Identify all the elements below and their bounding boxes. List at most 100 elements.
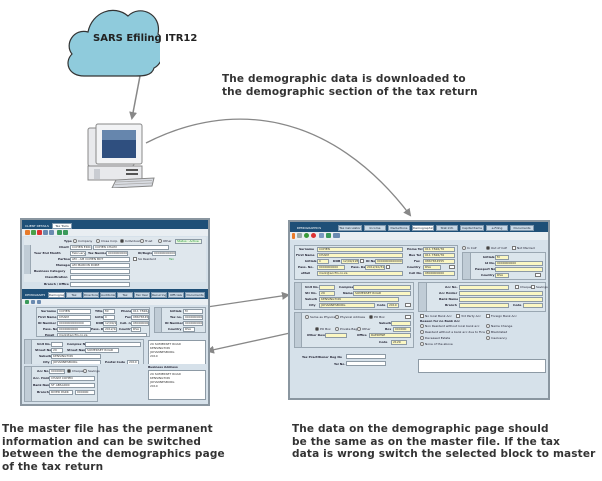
dp-master-toggle-button[interactable] [405,303,411,307]
dp-unit-field[interactable] [319,285,335,290]
ds-country-field[interactable]: RSA [495,273,509,278]
m-id-number-field[interactable]: 0000000000000 [57,321,91,326]
mb-savings-radio[interactable] [83,369,87,373]
dpo-suburb-field[interactable] [391,321,411,326]
physical-side-tab[interactable] [25,340,32,366]
mb-acc-holder-field[interactable]: CHAIM COHEN [49,376,95,381]
tab-capital-items[interactable]: Capital Items [460,225,484,231]
id-reg-field[interactable]: 0000000000000 [152,251,176,256]
type-company-radio[interactable] [73,239,77,243]
tab-tax-calculator[interactable]: Tax Calculator [66,292,82,298]
edit-icon[interactable] [319,233,324,238]
client-code-field[interactable]: COHEN ERIC [70,245,92,250]
branch-field[interactable] [70,282,130,287]
delete-icon[interactable] [37,230,42,235]
new-icon[interactable] [25,230,30,235]
spouse-side-tab[interactable] [155,308,162,332]
db-savings-checkbox[interactable] [531,285,535,289]
mb-bank-name-field[interactable]: ST ABSA000 [49,383,95,388]
tab-demographic[interactable]: Demographic [48,292,65,298]
d-pass-no-field[interactable]: 0000000000 [317,265,345,270]
grid-icon[interactable] [333,233,340,238]
tab-directorate[interactable]: Directorate [83,292,99,298]
tab-tax-tools[interactable]: Tax Tools [52,223,72,229]
tab-recurring[interactable]: Recurring [151,292,167,298]
db-code-field[interactable] [523,303,543,308]
m-dob-field[interactable]: 12/09/1952 [103,321,117,326]
dpo-master-toggle-button[interactable] [405,315,411,319]
mp-complex-field[interactable] [85,342,141,347]
d-country-field[interactable]: RSA [423,265,441,270]
dpo-same-radio[interactable] [305,315,309,319]
tab-income[interactable]: Income [364,225,386,231]
m-pass-date-field[interactable]: 2012/10/31 [103,327,117,332]
practitioner-tel-field[interactable] [346,361,386,366]
reason-name-change-radio[interactable] [486,324,490,328]
tab-documents[interactable]: Documents [510,225,534,231]
m-initials-field[interactable]: C [103,315,115,320]
tab-officials[interactable]: Officials [168,292,184,298]
db-acc-holder-field[interactable] [459,291,543,296]
d-dob-field[interactable]: 12/09/1952 [341,259,359,264]
reason-insolvency-radio[interactable] [486,336,490,340]
m-surname-field[interactable]: COHEN [57,309,91,314]
check-icon[interactable] [326,233,331,238]
tab-client-details[interactable]: CLIENT DETAILS [24,223,50,229]
tab-tax-claim[interactable]: Tax Claim [117,292,133,298]
dpo-other-desc-field[interactable] [325,333,347,338]
d-initials-field[interactable]: C [317,259,329,264]
search-demo-icon[interactable] [31,300,35,304]
refresh-icon[interactable] [49,230,54,235]
d-fax-field[interactable]: 0867654555 [423,259,455,264]
client-side-tab[interactable] [24,245,31,274]
tab-demographic[interactable]: Demographic [412,225,434,231]
ms-initials-field[interactable]: M [183,309,203,314]
dp-name-field[interactable]: SOMERSET ROAD [353,291,411,296]
reason-none-radio[interactable] [420,342,424,346]
db-branch-field[interactable] [459,303,509,308]
d-first-name-field[interactable]: CHAIM [317,253,403,258]
save-icon[interactable] [31,230,36,235]
m-title-select[interactable]: Mr [103,309,115,314]
mb-branch-field[interactable]: RIVER PARK [49,390,73,395]
demo-physical-side-tab[interactable] [295,283,302,309]
demo-postal-side-tab[interactable] [295,313,302,347]
ds-country-lookup-button[interactable] [535,273,541,277]
type-trust-radio[interactable] [140,239,144,243]
mp-street-name-field[interactable]: SOMERSET ROAD [85,348,119,353]
tab-tax-year[interactable]: Tax Year [134,292,150,298]
m-cell-field[interactable]: 0800000000 [131,321,149,326]
manager-field[interactable]: AM MARION DORE [70,263,130,268]
tax-number-field[interactable]: 0000000000 [106,251,128,256]
tab-demographics-header[interactable]: DEMOGRAPHICS [24,292,46,298]
d-country-lookup-button[interactable] [449,265,455,269]
dpo-box-field[interactable]: 000000 [393,327,411,332]
m-first-name-field[interactable]: CHAIM [57,315,91,320]
tab-auditorial[interactable]: Auditorial [100,292,116,298]
ms-tax-no-field[interactable]: 0000000000 [183,315,203,320]
type-closecorp-radio[interactable] [96,239,100,243]
dpo-box-other-radio[interactable] [357,327,361,331]
dpo-pobox-radio[interactable] [369,315,373,319]
db-bank-name-field[interactable] [459,297,543,302]
d-bus-tel-field[interactable]: 011 7826/76 [423,253,455,258]
ms-country-field[interactable]: RSA [183,327,195,332]
mb-branch-code-field[interactable]: 000000 [75,390,95,395]
practitioner-reg-field[interactable] [346,354,386,359]
dp-complex-field[interactable] [353,285,411,290]
m-fax-field[interactable]: 0867654555 [131,315,149,320]
ds-initials-field[interactable]: M [495,255,509,260]
dp-city-field[interactable]: JOHANNESBURG [319,303,375,308]
reason-blacklisted-radio[interactable] [486,330,490,334]
list-icon[interactable] [297,233,302,238]
bank-side-tab[interactable] [25,367,32,401]
third-party-checkbox[interactable] [456,314,460,318]
in-cop-radio[interactable] [462,246,466,250]
d-email-field[interactable]: mark@accfin.co.za [317,271,403,276]
search-icon[interactable] [43,230,48,235]
db-cheque-checkbox[interactable] [515,285,519,289]
m-pass-no-field[interactable]: 0000000000 [57,327,91,332]
db-acc-no-field[interactable] [459,285,509,290]
partner-field[interactable]: AM - AM COHEN BDT [70,257,130,262]
m-country-field[interactable]: RSA [131,327,141,332]
